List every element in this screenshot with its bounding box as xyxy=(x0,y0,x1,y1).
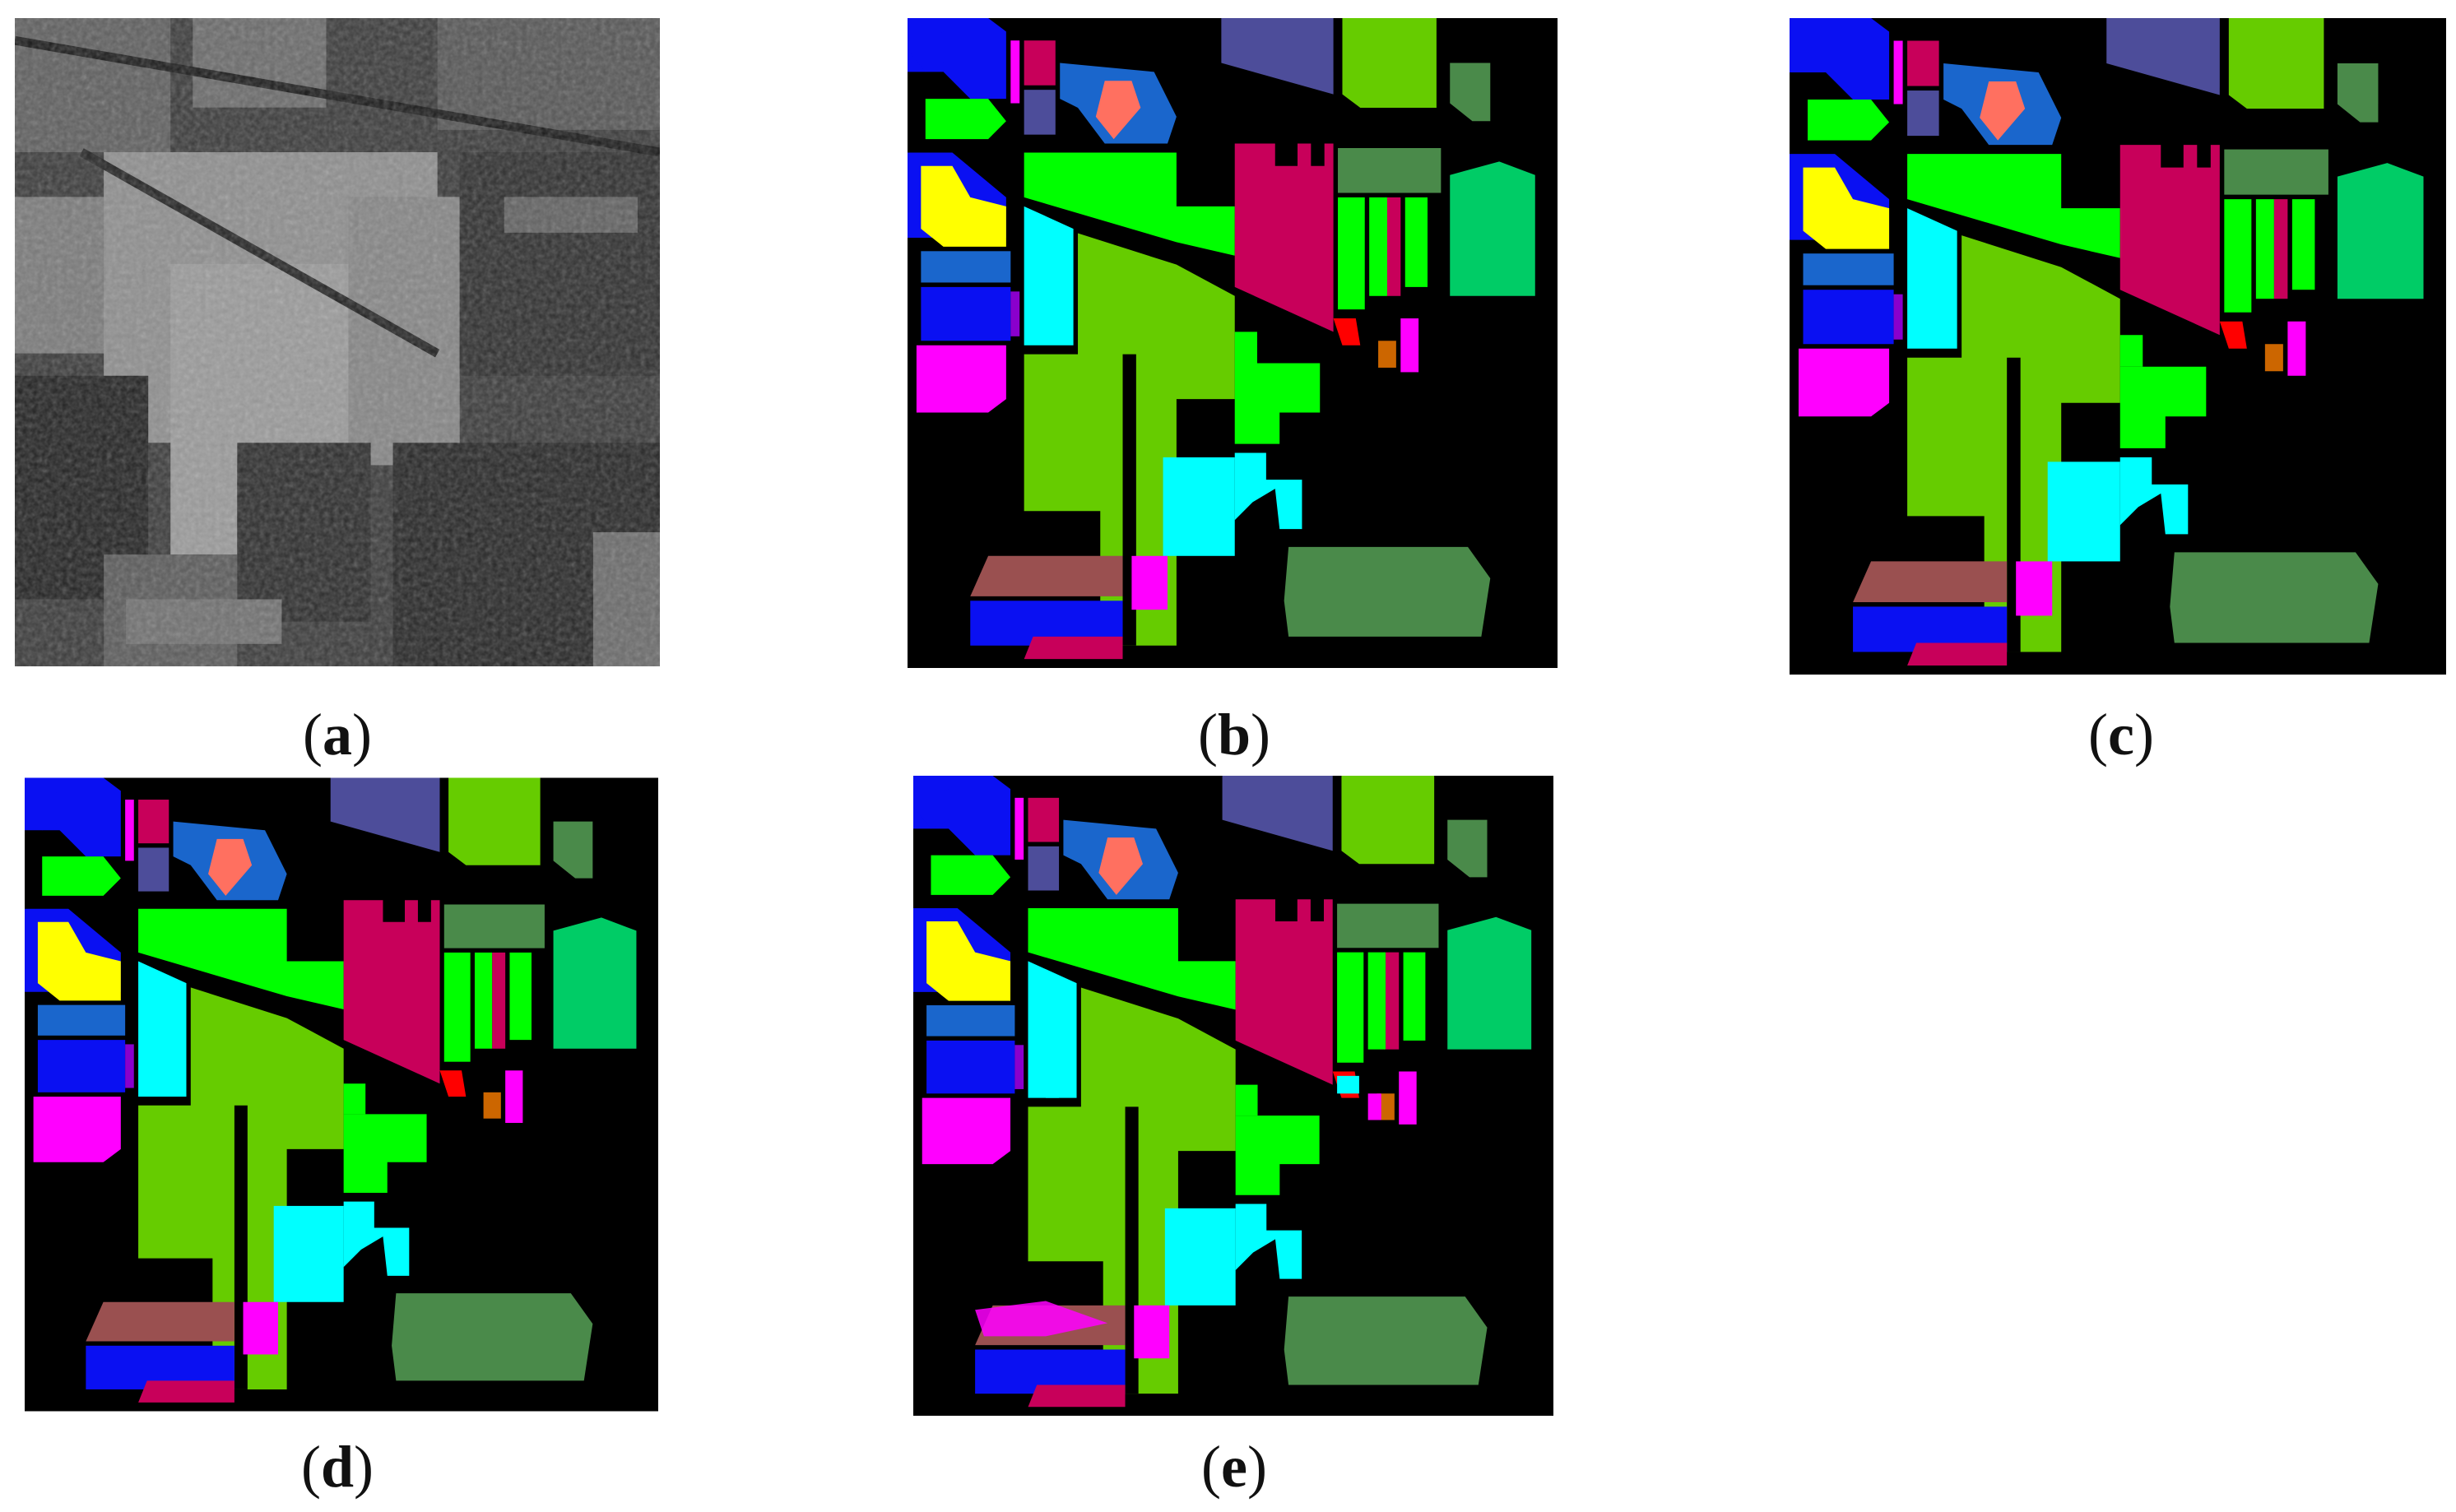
caption-a: (a) xyxy=(303,702,372,768)
caption-d: (d) xyxy=(300,1434,374,1500)
caption-e: (e) xyxy=(1201,1434,1267,1500)
caption-b: (b) xyxy=(1197,702,1270,768)
panel-a-grayscale-image xyxy=(15,18,660,666)
panel-c-classification-map xyxy=(1790,18,2446,675)
panel-b-classification-map xyxy=(908,18,1558,668)
caption-c: (c) xyxy=(2088,702,2154,768)
panel-d-classification-map xyxy=(25,776,658,1413)
panel-e-classification-map xyxy=(913,776,1553,1416)
